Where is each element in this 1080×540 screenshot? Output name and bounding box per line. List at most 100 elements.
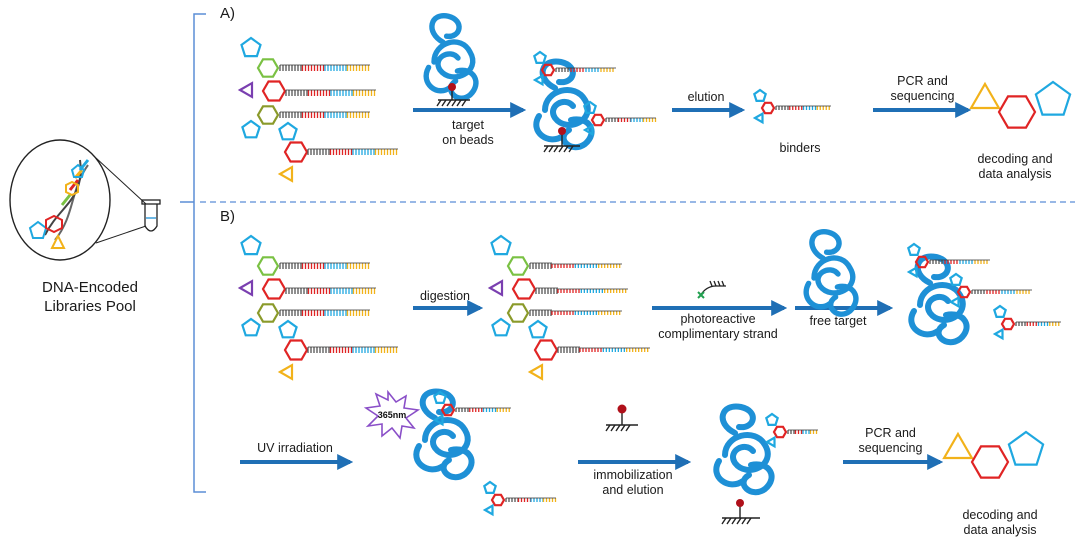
decoding-b-label: decoding and data analysis <box>962 508 1038 537</box>
step-uv-label: UV irradiation <box>257 441 333 455</box>
hexagon-icon <box>506 303 530 323</box>
dna-library-b <box>237 234 398 381</box>
triangle-icon <box>948 295 960 309</box>
pentagon-icon <box>28 220 48 239</box>
bead-anchor-icon <box>436 90 760 525</box>
photoreactive-strand-icon <box>697 280 726 299</box>
pentagon-icon <box>765 412 779 426</box>
triangle-icon <box>532 73 544 87</box>
hexagon-icon <box>256 58 280 78</box>
hexagon-icon <box>533 339 559 361</box>
hexagon-icon <box>772 425 788 439</box>
hexagon-icon <box>256 303 280 323</box>
triangle-icon <box>582 123 594 137</box>
triangle-icon <box>992 327 1004 341</box>
triangle-icon <box>487 279 504 297</box>
digested-library <box>487 234 650 381</box>
pentagon-icon <box>528 319 548 339</box>
step-elution-label: elution <box>687 90 725 104</box>
pentagon-icon <box>949 272 963 286</box>
uv-burst-label: 365nm <box>378 410 407 420</box>
triangle-icon <box>237 81 254 99</box>
pentagon-icon <box>993 304 1007 318</box>
protein-target-icon <box>908 253 970 346</box>
triangle-icon <box>432 413 444 427</box>
decoded-fragment-a <box>969 80 1072 129</box>
triangle-icon <box>277 165 294 183</box>
hexagon-icon <box>914 255 930 269</box>
protein-target-icon <box>803 229 859 317</box>
pentagon-icon <box>483 480 497 494</box>
hexagon-icon <box>261 278 287 300</box>
library-pool-magnifier <box>9 139 147 261</box>
protein-coil <box>908 253 970 346</box>
triangle-icon <box>969 81 1001 110</box>
library-pool-label: DNA-Encoded Libraries Pool <box>42 279 138 315</box>
dna-library-a <box>237 36 398 183</box>
hexagon-icon <box>283 339 309 361</box>
protein-coil <box>423 13 479 101</box>
step-free-target-label: free target <box>809 314 867 328</box>
uv-burst-icon <box>363 389 421 440</box>
hexagon-icon <box>490 493 506 507</box>
pentagon-icon <box>753 88 767 103</box>
hexagon-icon <box>970 445 1010 479</box>
hexagon-icon <box>283 141 309 163</box>
pentagon-icon <box>433 390 447 404</box>
hexagon-icon <box>261 80 287 102</box>
triangle-icon <box>906 265 918 279</box>
pentagon-icon <box>1034 80 1072 116</box>
pentagon-icon <box>1007 430 1045 466</box>
protein-coil <box>713 403 775 496</box>
pentagon-icon <box>583 100 597 115</box>
step-immob-label: immobilization and elution <box>593 468 673 497</box>
decoded-fragment-b <box>942 430 1045 479</box>
hexagon-icon <box>997 95 1037 129</box>
step-digestion-label: digestion <box>419 289 471 303</box>
hexagon-icon <box>506 256 530 276</box>
triangle-icon <box>482 503 494 517</box>
panel-b-label: B) <box>220 208 235 225</box>
protein-target-icon <box>413 388 475 481</box>
hexagon-icon <box>956 285 972 299</box>
hexagon-icon <box>511 278 537 300</box>
pentagon-icon <box>533 50 547 65</box>
panel-a-label: A) <box>220 5 235 22</box>
step-pcr-b-label: PCR and sequencing <box>858 426 923 455</box>
pentagon-icon <box>240 36 262 58</box>
decoding-a-label: decoding and data analysis <box>977 152 1053 181</box>
binders-label: binders <box>779 141 821 155</box>
pentagon-icon <box>278 121 298 141</box>
dna-helix-icon <box>44 159 90 241</box>
pentagon-icon <box>491 317 511 337</box>
pentagon-icon <box>278 319 298 339</box>
protein-coil <box>533 58 595 151</box>
hexagon-icon <box>65 180 79 197</box>
hexagon-icon <box>45 214 63 234</box>
pentagon-icon <box>70 163 86 178</box>
hexagon-icon <box>256 105 280 125</box>
protein-target-icon <box>423 13 479 101</box>
triangle-icon <box>752 111 764 125</box>
step-target-label: target on beads <box>442 118 494 147</box>
step-pcr-a-label: PCR and sequencing <box>890 74 955 103</box>
protein-coil <box>803 229 859 317</box>
pentagon-icon <box>241 119 261 139</box>
pentagon-icon <box>240 234 262 256</box>
protein-target-icon <box>713 403 775 496</box>
triangle-icon <box>50 233 66 249</box>
panel-bracket <box>180 13 206 493</box>
hexagon-icon <box>1000 317 1016 331</box>
pentagon-icon <box>490 234 512 256</box>
hexagon-icon <box>540 63 556 77</box>
hexagon-icon <box>760 101 776 115</box>
triangle-icon <box>237 279 254 297</box>
step-photo-label: photoreactive complimentary strand <box>658 312 778 341</box>
pentagon-icon <box>907 242 921 256</box>
protein-target-icon <box>533 58 595 151</box>
pentagon-icon <box>241 317 261 337</box>
hexagon-icon <box>440 403 456 417</box>
hexagon-icon <box>256 256 280 276</box>
triangle-icon <box>527 363 544 381</box>
